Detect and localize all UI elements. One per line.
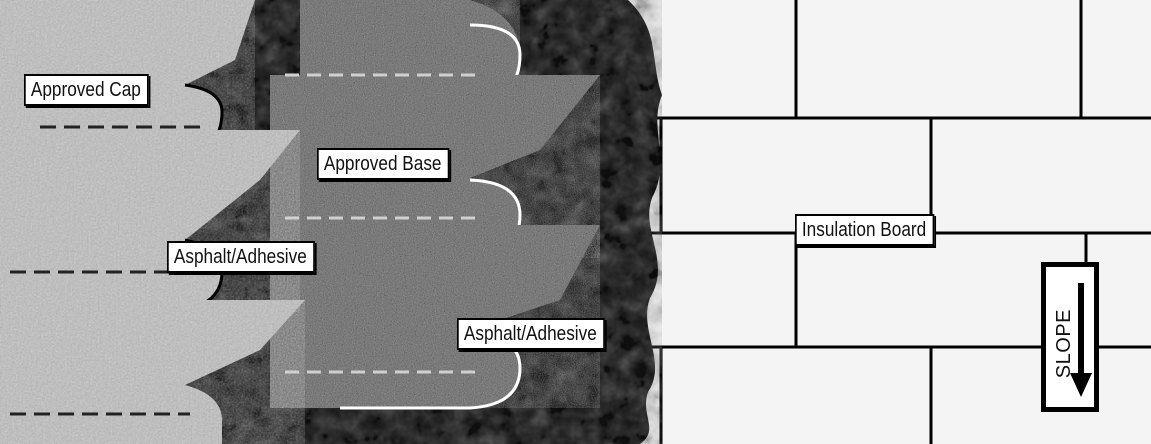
cap-sheet-2-texture — [0, 130, 300, 312]
slope-indicator: SLOPE — [1041, 262, 1099, 412]
arrow-down-icon — [1070, 283, 1092, 397]
base-sheet-3-texture — [270, 225, 600, 408]
base-laps — [285, 73, 480, 374]
cap-laps — [10, 125, 200, 416]
insulation-board-area — [560, 0, 1151, 444]
label-insulation-board: Insulation Board — [795, 214, 934, 246]
label-approved-cap: Approved Cap — [24, 74, 149, 106]
cap-sheet-3-texture — [0, 300, 305, 444]
label-approved-base: Approved Base — [317, 148, 450, 180]
label-asphalt-adhesive-2: Asphalt/Adhesive — [457, 318, 605, 350]
label-asphalt-adhesive-1: Asphalt/Adhesive — [167, 241, 315, 273]
